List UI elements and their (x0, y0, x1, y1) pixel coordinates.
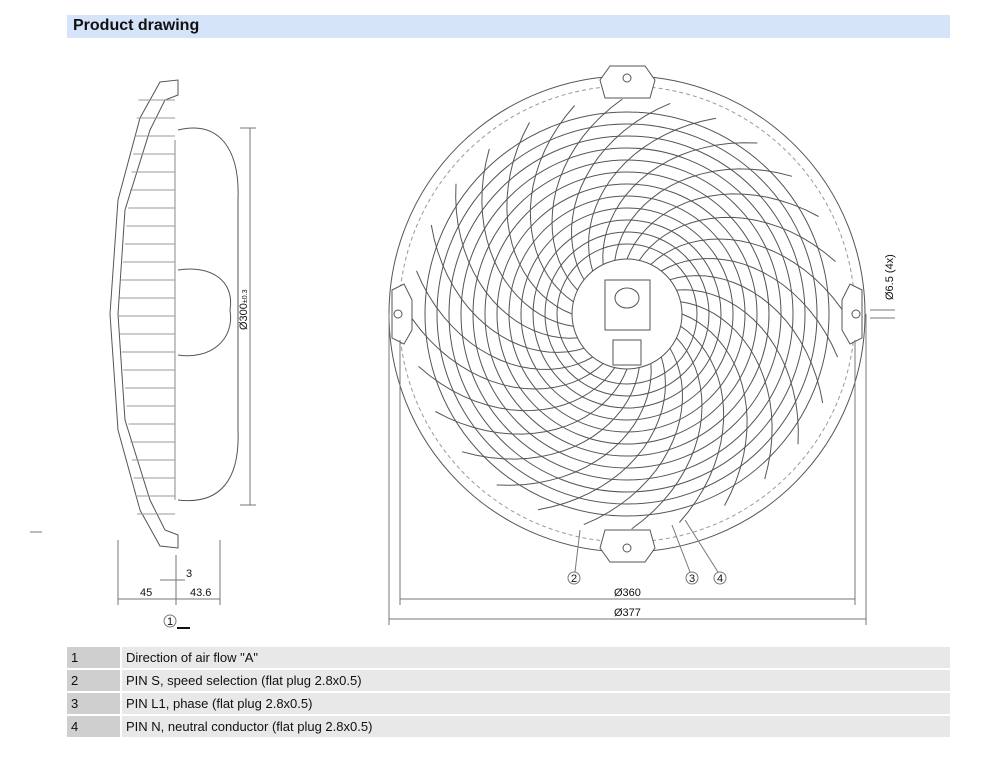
grill-ring (484, 171, 770, 457)
grill-ring (544, 231, 710, 397)
grill-spoke (571, 102, 671, 280)
grill-spoke (435, 368, 628, 435)
legend-text: PIN S, speed selection (flat plug 2.8x0.… (122, 670, 950, 691)
grill-spoke (529, 105, 575, 303)
legend-num: 4 (67, 716, 120, 737)
grill-spoke (481, 148, 574, 327)
grill-spoke (661, 258, 839, 358)
legend-num: 2 (67, 670, 120, 691)
dim-300: Ø300±0.3 (238, 289, 250, 330)
grill-spoke (418, 366, 616, 412)
grill-spoke (583, 348, 683, 526)
callout-2: 2 (571, 573, 577, 585)
grill-spoke (626, 193, 819, 260)
grill-spoke (650, 238, 843, 310)
grill-spoke (537, 356, 666, 511)
grill-spoke (669, 275, 824, 404)
front-dimensions (388, 309, 895, 625)
grill-spoke (676, 289, 799, 445)
side-dimensions (30, 127, 256, 629)
section-title: Product drawing (73, 17, 200, 34)
grill-ring (460, 147, 794, 481)
grill-ring (496, 183, 758, 445)
product-drawing: Ø300±0.3 45 3 43.6 1 Ø360 Ø377 Ø6.5 (4x)… (30, 65, 896, 629)
callout-3: 3 (689, 573, 695, 585)
grill-ring (448, 135, 806, 493)
dim-hole: Ø6.5 (4x) (884, 254, 896, 300)
grill-spoke (602, 142, 758, 265)
grill-spoke (614, 168, 793, 261)
legend-text: Direction of air flow "A" (122, 647, 950, 668)
grill-spoke (506, 122, 573, 315)
dim-3: 3 (186, 568, 192, 580)
legend-num: 1 (67, 647, 120, 668)
grill-spoke (455, 183, 578, 339)
grill-spoke (411, 318, 604, 390)
dim-45: 45 (140, 587, 152, 599)
legend-num: 3 (67, 693, 120, 714)
grill-ring (556, 243, 698, 385)
legend-text: PIN L1, phase (flat plug 2.8x0.5) (122, 693, 950, 714)
front-view (388, 65, 866, 563)
grill-ring (520, 207, 734, 421)
grill-spoke (679, 325, 725, 523)
grill-spoke (638, 216, 836, 262)
grill-ring (532, 219, 722, 409)
grill-spoke (631, 337, 703, 530)
grill-ring (436, 123, 818, 505)
grill-ring (424, 111, 830, 517)
grill-ring (472, 159, 782, 469)
grill-spoke (496, 363, 652, 486)
callout-1: 1 (167, 616, 173, 628)
dim-377: Ø377 (614, 607, 641, 619)
dim-43-6: 43.6 (190, 587, 211, 599)
legend-text: PIN N, neutral conductor (flat plug 2.8x… (122, 716, 950, 737)
dim-360: Ø360 (614, 587, 641, 599)
grill-spoke (680, 301, 773, 480)
grill-spoke (551, 98, 623, 291)
grill-spoke (415, 270, 593, 370)
grill-spoke (588, 117, 717, 272)
grill-spoke (681, 313, 748, 506)
side-view (109, 79, 239, 549)
section-header: Product drawing (67, 15, 950, 38)
callout-4: 4 (717, 573, 723, 585)
grill-spoke (461, 367, 640, 460)
grill-spoke (430, 224, 585, 353)
grill-ring (508, 195, 746, 433)
